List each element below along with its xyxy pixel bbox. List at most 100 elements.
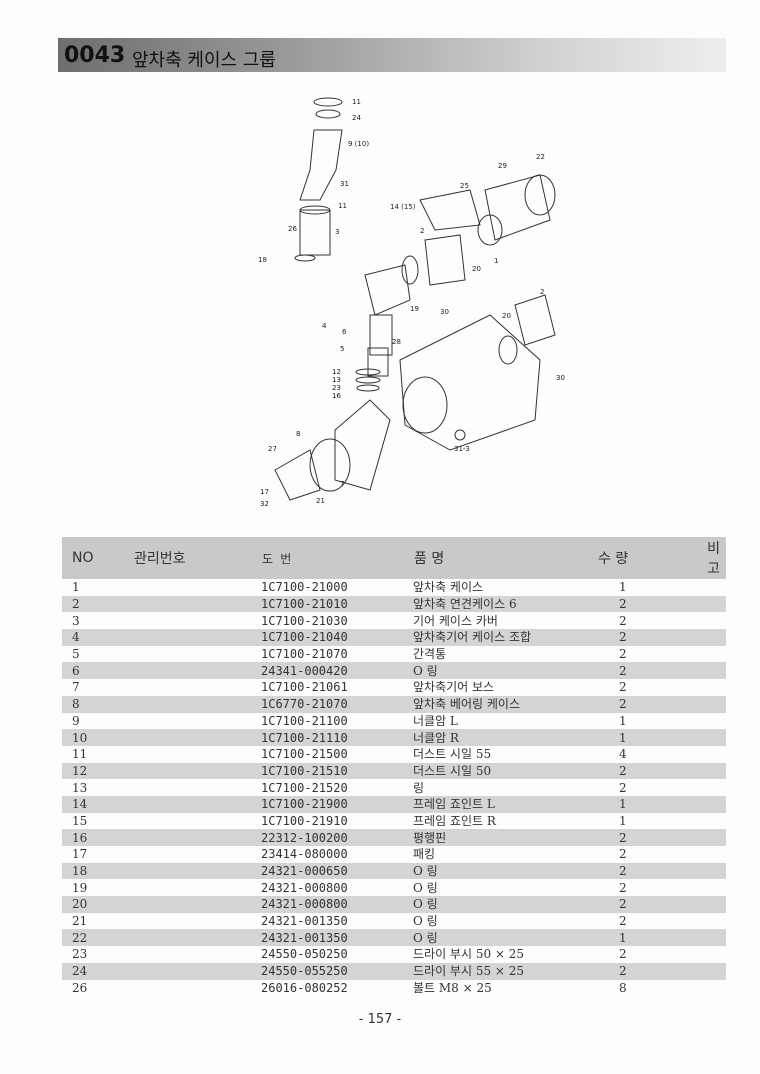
diagram-drawing xyxy=(274,97,556,501)
callout: 24 xyxy=(352,114,361,122)
management-no xyxy=(133,579,261,596)
management-no xyxy=(133,713,261,730)
quantity: 2 xyxy=(619,880,627,895)
part-name: 더스트 시일 50 xyxy=(413,763,492,778)
quantity: 2 xyxy=(619,914,627,929)
part-no: 10 xyxy=(72,730,88,745)
drawing-no: 1C6770-21070 xyxy=(261,697,348,712)
management-no xyxy=(133,696,261,713)
callout: 8 xyxy=(296,430,301,438)
col-drawing-no: 도 번 xyxy=(262,551,292,566)
part-name: 기어 케이스 카버 xyxy=(413,613,498,628)
part-no: 19 xyxy=(72,880,88,895)
part-no: 3 xyxy=(72,613,80,628)
section-code: 0043 xyxy=(64,43,126,68)
remarks xyxy=(699,746,726,763)
remarks xyxy=(699,729,726,746)
remarks xyxy=(699,779,726,796)
management-no xyxy=(133,863,261,880)
callout: 30 xyxy=(556,374,565,382)
part-name: 드라이 부시 55 × 25 xyxy=(413,964,525,979)
quantity: 1 xyxy=(619,797,627,812)
management-no xyxy=(133,796,261,813)
part-name: 앞차축 연견케이스 6 xyxy=(413,597,517,612)
remarks xyxy=(699,829,726,846)
callout: 12 xyxy=(332,368,341,376)
remarks xyxy=(699,579,726,596)
col-remarks: 비 고 xyxy=(707,541,720,577)
callout: 22 xyxy=(536,153,545,161)
part-no: 11 xyxy=(72,747,88,762)
part-name: 너클암 R xyxy=(413,730,459,745)
part-name: 패킹 xyxy=(413,847,436,862)
callout: 30 xyxy=(440,308,449,316)
part-name: O 링 xyxy=(413,930,438,945)
callout: 7 xyxy=(340,480,345,488)
callout: 23 xyxy=(332,384,341,392)
table-header-row: NO 관리번호 도 번 품 명 수 량 비 고 xyxy=(62,537,726,579)
callout: 17 xyxy=(260,488,269,496)
callout: 13 xyxy=(332,376,341,384)
remarks xyxy=(699,929,726,946)
part-no: 16 xyxy=(72,830,88,845)
remarks xyxy=(699,863,726,880)
quantity: 4 xyxy=(619,747,627,762)
col-quantity: 수 량 xyxy=(598,551,629,567)
management-no xyxy=(133,846,261,863)
callout: 5 xyxy=(340,345,345,353)
part-no: 7 xyxy=(72,680,80,695)
remarks xyxy=(699,629,726,646)
management-no xyxy=(133,729,261,746)
remarks xyxy=(699,896,726,913)
remarks xyxy=(699,946,726,963)
quantity: 2 xyxy=(619,613,627,628)
part-name: O 링 xyxy=(413,880,438,895)
quantity: 2 xyxy=(619,680,627,695)
callout: 11 xyxy=(352,98,361,106)
management-no xyxy=(133,779,261,796)
col-management-no: 관리번호 xyxy=(134,551,186,567)
table-row: 4 1C7100-21040 앞차축기어 케이스 조합 2 xyxy=(62,629,726,646)
part-name: 간격통 xyxy=(413,647,447,662)
management-no xyxy=(133,946,261,963)
management-no xyxy=(133,679,261,696)
callout: 4 xyxy=(322,322,327,330)
drawing-no: 1C7100-21910 xyxy=(261,813,348,828)
part-no: 21 xyxy=(72,914,88,929)
remarks xyxy=(699,646,726,663)
part-no: 17 xyxy=(72,847,88,862)
callout: 6 xyxy=(342,328,347,336)
management-no xyxy=(133,929,261,946)
part-no: 14 xyxy=(72,797,88,812)
part-no: 4 xyxy=(72,630,80,645)
part-name: 더스트 시일 55 xyxy=(413,747,492,762)
management-no xyxy=(133,646,261,663)
part-no: 20 xyxy=(72,897,88,912)
management-no xyxy=(133,879,261,896)
drawing-no: 23414-080000 xyxy=(261,847,348,862)
drawing-no: 24321-000800 xyxy=(261,897,348,912)
part-name: 볼트 M8 × 25 xyxy=(413,980,492,995)
management-no xyxy=(133,896,261,913)
section-title: 앞차축 케이스 그룹 xyxy=(132,50,276,71)
drawing-no: 24341-000420 xyxy=(261,663,348,678)
part-name: 앞차축기어 케이스 조합 xyxy=(413,630,532,645)
quantity: 2 xyxy=(619,630,627,645)
part-no: 6 xyxy=(72,663,80,678)
drawing-no: 1C7100-21040 xyxy=(261,630,348,645)
quantity: 2 xyxy=(619,830,627,845)
drawing-no: 24550-050250 xyxy=(261,947,348,962)
drawing-no: 1C7100-21500 xyxy=(261,747,348,762)
callout: 14 (15) xyxy=(390,203,416,211)
remarks xyxy=(699,913,726,930)
